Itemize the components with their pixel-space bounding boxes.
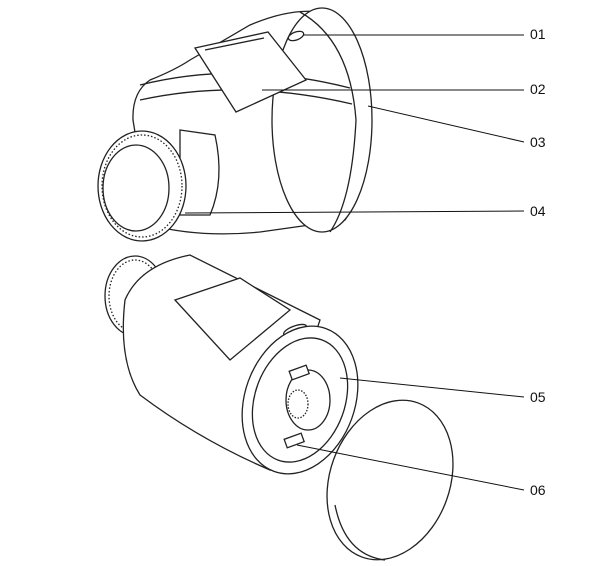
end-cap: [271, 7, 373, 233]
battery-contact-top: [288, 364, 311, 381]
leader-line-06: [296, 444, 525, 491]
label-02: 02: [530, 81, 546, 97]
label-04: 04: [530, 203, 546, 219]
label-06: 06: [530, 482, 546, 498]
display-window: [193, 31, 308, 113]
knob-face: [102, 144, 170, 232]
display-window: [173, 277, 292, 361]
battery-contact-bottom: [283, 432, 306, 449]
label-03: 03: [530, 134, 546, 150]
led-indicator: [287, 30, 305, 42]
thermostat-back-view: [104, 254, 359, 475]
thermostat-assembled: [97, 7, 373, 242]
battery-cover-edge: [334, 504, 386, 561]
leader-line-05: [339, 377, 525, 398]
label-01: 01: [530, 26, 546, 42]
label-05: 05: [530, 389, 546, 405]
leader-line-03: [367, 105, 525, 143]
leader-line-04: [184, 210, 525, 214]
battery-cover: [326, 399, 454, 561]
